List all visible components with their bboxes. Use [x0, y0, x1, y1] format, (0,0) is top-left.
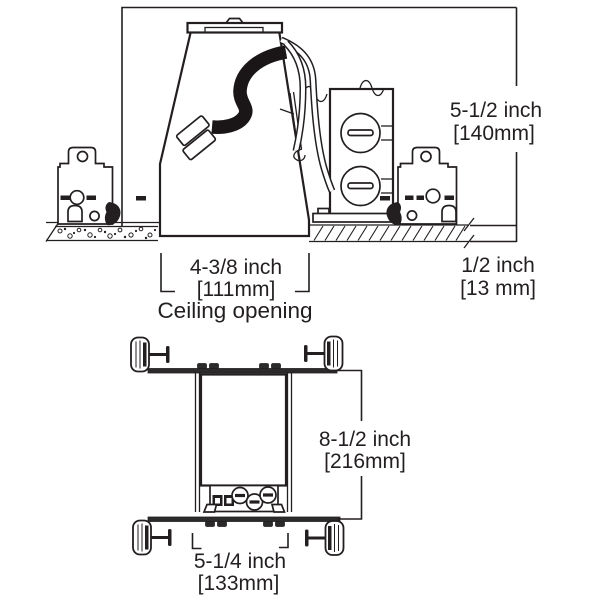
- bracket-center-hole: [69, 189, 85, 206]
- flex-conduit: [175, 45, 288, 161]
- knockout-top: [340, 112, 393, 154]
- recessed-housing: [158, 17, 311, 238]
- dim-height-inches: 5-1/2 inch: [450, 99, 542, 122]
- bracket-small-hole: [406, 210, 418, 221]
- hatch-lines: [313, 225, 466, 241]
- bar-rail: [147, 368, 338, 374]
- bar-tab: [217, 521, 227, 527]
- bar-tab: [263, 521, 273, 527]
- bar-tab: [205, 521, 215, 527]
- bar-rail: [147, 516, 341, 522]
- break-mark-bottom: [463, 234, 475, 249]
- corner-bracket-left: [160, 253, 175, 293]
- bar-tab: [271, 363, 281, 369]
- bar-tab: [197, 363, 207, 369]
- ceiling-right-section: [309, 217, 475, 249]
- junction-box: [302, 79, 395, 223]
- dim-ceiling-opening: 4-3/8 inch [111mm] Ceiling opening: [157, 253, 313, 323]
- slot-dash: [86, 195, 96, 200]
- box-foot-left: [202, 503, 218, 513]
- ceiling-opening-caption: Ceiling opening: [157, 298, 312, 323]
- foot-top-right: [303, 335, 344, 372]
- housing-plan: [194, 372, 293, 513]
- hanger-bar-top: [130, 335, 344, 374]
- bracket-small-hole: [89, 210, 100, 222]
- bar-tab: [209, 363, 219, 369]
- bracket-center-hole: [425, 188, 441, 204]
- bracket-clip: [386, 202, 402, 226]
- break-mark-top: [463, 217, 475, 232]
- bracket-keyhole: [441, 204, 457, 223]
- junction-box-base-plate: [312, 212, 395, 223]
- plan-view: 8-1/2 inch [216mm] 5-1/4 inch [133mm]: [130, 335, 411, 595]
- corner-bracket-right: [295, 253, 310, 293]
- dim-line-upper: [336, 369, 363, 421]
- extension-line-top-left: [121, 6, 517, 226]
- bracket-plate: [57, 146, 114, 225]
- dim-opening-inches: 4-3/8 inch: [190, 256, 282, 279]
- slot-dash: [405, 195, 414, 200]
- dim-ceiling-thickness: 1/2 inch [13 mm]: [460, 254, 536, 300]
- cap-inner-plate: [204, 26, 264, 34]
- cable-hook: [293, 148, 306, 162]
- bracket-plate: [397, 146, 458, 225]
- bracket-tab-hole: [76, 150, 89, 163]
- mounting-bracket-left: [57, 146, 146, 226]
- corner-bracket-left: [191, 533, 202, 550]
- dim-thickness-inches: 1/2 inch: [461, 254, 535, 277]
- dim-line-lower: [337, 476, 363, 520]
- slot-dash: [136, 196, 146, 201]
- knockout-plan-center: [245, 493, 264, 511]
- knockout-plan-left: [231, 486, 249, 505]
- slot-dash: [416, 195, 424, 200]
- slot-dash: [444, 195, 454, 200]
- corner-bracket-right: [279, 533, 289, 549]
- dim-bar-length: 8-1/2 inch [216mm]: [319, 369, 411, 520]
- knockout-bottom: [340, 165, 393, 207]
- dim-length-inches: 8-1/2 inch: [319, 428, 411, 451]
- wire-curl-right: [359, 79, 385, 97]
- dim-width-inches: 5-1/4 inch: [194, 550, 286, 573]
- dim-housing-height: 5-1/2 inch [140mm]: [450, 7, 542, 243]
- can-outline: [199, 373, 288, 487]
- dim-opening-metric: [111mm]: [197, 278, 276, 301]
- foot-bottom-left: [132, 519, 173, 556]
- dim-housing-width: 5-1/4 inch [133mm]: [191, 533, 289, 595]
- foot-top-left: [130, 336, 171, 373]
- dim-height-metric: [140mm]: [453, 122, 535, 145]
- box-foot-right: [270, 503, 286, 513]
- slot-dash: [60, 195, 70, 200]
- bracket-clip: [104, 202, 121, 226]
- terminal-block: [212, 495, 234, 506]
- stipple-dots: [57, 226, 157, 240]
- side-view: 5-1/2 inch [140mm] 1/2 inch [13 mm] 4-3/…: [45, 6, 542, 323]
- conduit-connector: [175, 115, 217, 161]
- bracket-slot-dash-ext-right: [380, 196, 390, 201]
- dim-width-metric: [133mm]: [198, 572, 280, 595]
- bar-tab: [275, 521, 285, 527]
- bar-tab: [259, 363, 269, 369]
- foot-bottom-right: [304, 520, 345, 556]
- dim-thickness-metric: [13 mm]: [460, 277, 536, 300]
- mounting-bracket-right: [386, 146, 458, 226]
- bracket-keyhole: [67, 204, 83, 223]
- housing-edge-tick: [279, 108, 295, 115]
- electrical-cable: [279, 36, 336, 193]
- extension-frame: [121, 6, 517, 226]
- conduit-tube: [211, 45, 288, 134]
- knockout-plan-right: [259, 486, 277, 504]
- dim-length-metric: [216mm]: [324, 450, 406, 473]
- bracket-tab-hole: [420, 150, 432, 163]
